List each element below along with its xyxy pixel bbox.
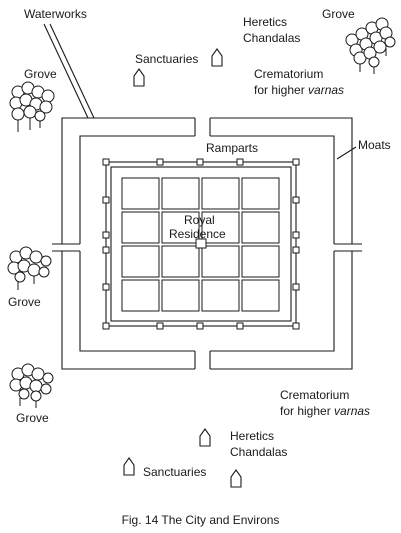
figure-caption: Fig. 14 The City and Environs <box>122 513 280 527</box>
shrine-icon <box>230 469 242 488</box>
sanctuaries-label: Sanctuaries <box>135 52 198 66</box>
crematorium-subtitle: for higher varnas <box>254 83 344 97</box>
rampart-towers <box>102 158 300 330</box>
shrine-icon <box>133 68 145 87</box>
ramparts-label: Ramparts <box>206 141 258 155</box>
chandalas-label: Chandalas <box>230 445 287 459</box>
sanctuaries-label: Sanctuaries <box>143 465 206 479</box>
grove-label: Grove <box>16 411 49 425</box>
crematorium-label: Crematorium <box>254 67 323 81</box>
crematorium-subtitle: for higher varnas <box>280 404 370 418</box>
grove-tree-cluster-icon <box>9 81 55 132</box>
grove-tree-cluster-icon <box>7 246 52 290</box>
shrine-icon <box>199 428 211 447</box>
heretics-label: Heretics <box>230 429 274 443</box>
crematorium-label: Crematorium <box>280 388 349 402</box>
grove-tree-cluster-icon <box>9 363 54 408</box>
waterworks-label: Waterworks <box>24 7 87 21</box>
shrine-icon <box>123 457 135 476</box>
moat-outer-line <box>52 117 362 370</box>
royal-residence-marker <box>195 238 207 249</box>
grove-label: Grove <box>8 295 41 309</box>
moats-label: Moats <box>358 138 391 152</box>
chandalas-label: Chandalas <box>243 31 300 45</box>
heretics-label: Heretics <box>243 15 287 29</box>
waterworks-channel <box>43 23 95 119</box>
moat-inner-line <box>79 135 335 352</box>
grove-tree-cluster-icon <box>345 17 396 74</box>
grove-label: Grove <box>322 7 355 21</box>
moats-pointer <box>336 146 357 160</box>
residence-label: Residence <box>169 227 226 241</box>
grove-label: Grove <box>24 67 57 81</box>
city-blocks <box>121 177 280 312</box>
royal-label: Royal <box>184 213 215 227</box>
shrine-icon <box>211 48 223 67</box>
